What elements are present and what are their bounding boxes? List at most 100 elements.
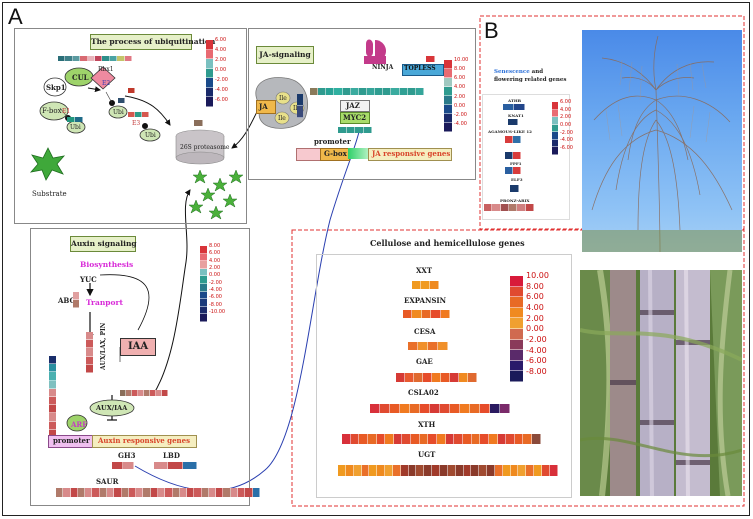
auxin-heatmap-side-cell bbox=[49, 413, 56, 422]
cell-heatmap-csla02-cell bbox=[490, 404, 500, 413]
ubi-colorbar-cell bbox=[206, 59, 213, 69]
colorbar-tick-label: 2.00 bbox=[560, 114, 572, 121]
cell-heatmap-xth-cell bbox=[532, 434, 541, 444]
cell-heatmap-xth-cell bbox=[393, 434, 403, 444]
colorbar-tick-label: -4.00 bbox=[560, 137, 573, 144]
gh3-label: GH3 bbox=[118, 451, 136, 460]
colorbar-tick-label: 6.00 bbox=[215, 37, 227, 43]
cell-heatmap-csla02-cell bbox=[470, 404, 480, 413]
ja-heatmap-jaz-cell bbox=[366, 88, 376, 95]
auxin-heatmap-auxiaa-cell bbox=[162, 390, 168, 396]
sen-heatmap-athb bbox=[503, 104, 525, 110]
cell-heatmap-ugt-cell bbox=[385, 465, 393, 476]
sen-heatmap-knat1 bbox=[508, 119, 518, 125]
cell-heatmap-xth-cell bbox=[385, 434, 394, 444]
colorbar-tick-label: 2.00 bbox=[209, 265, 221, 271]
ja-heatmap-jaz-cell bbox=[342, 88, 351, 95]
gene-knat1: KNAT1 bbox=[508, 113, 524, 118]
gene-xth: XTH bbox=[418, 420, 436, 429]
ubi-heatmap-cul-cell bbox=[65, 56, 73, 61]
ninja-label: NINJA bbox=[372, 64, 394, 71]
colorbar-tick-label: -2.00 bbox=[526, 335, 547, 344]
cell-heatmap-csla02-cell bbox=[400, 404, 410, 413]
colorbar-tick-label: 2.00 bbox=[526, 313, 544, 323]
auxin-heatmap-saur-cell bbox=[128, 488, 137, 497]
auxin-panel bbox=[30, 228, 250, 506]
cell-heatmap-xth-cell bbox=[488, 434, 498, 444]
ja-heatmap-myc2-cell bbox=[338, 127, 347, 133]
ja-colorbar-cell bbox=[444, 69, 452, 78]
e3-label: E3 bbox=[132, 120, 141, 127]
cell-heatmap-gae-cell bbox=[459, 373, 468, 382]
colorbar-tick-label: 4.00 bbox=[454, 84, 466, 91]
auxin-heatmap-saur-cell bbox=[121, 488, 129, 497]
ja-heatmap-myc2-cell bbox=[346, 127, 355, 133]
cell-heatmap-ugt-cell bbox=[510, 465, 519, 476]
colorbar-tick-label: 0.00 bbox=[454, 102, 466, 109]
jaz-label: JAZ bbox=[346, 101, 360, 110]
cell-heatmap-xth-cell bbox=[402, 434, 412, 444]
auxin-heatmap-saur-cell bbox=[63, 488, 71, 497]
ubi-heatmap-26s bbox=[194, 120, 203, 126]
auxin-colorbar-cell bbox=[200, 276, 207, 284]
panel-b-letter: B bbox=[484, 18, 499, 43]
auxin-heatmap-auxiaa-cell bbox=[138, 390, 144, 396]
ubi-heatmap-e3-cell bbox=[128, 112, 135, 117]
cell-heatmap-xth-cell bbox=[367, 434, 377, 444]
cell-heatmap-xth-cell bbox=[445, 434, 455, 444]
ja-heatmap-myc2-cell bbox=[363, 127, 372, 133]
auxin-heatmap-abc-cell bbox=[73, 292, 79, 300]
substrate-label: Substrate bbox=[32, 190, 67, 198]
auxin-heatmap-auxiaa-cell bbox=[132, 390, 138, 396]
saur-label: SAUR bbox=[96, 477, 119, 486]
colorbar-tick-label: -4.00 bbox=[454, 121, 467, 127]
senescence-title-rest: and flowering related genes bbox=[494, 69, 567, 83]
auxin-heatmap-lbd-cell bbox=[154, 462, 169, 469]
ubi-heatmap-e3-top bbox=[128, 88, 135, 93]
ubi-heatmap-e1-cell bbox=[67, 117, 75, 122]
cell-heatmap-cesa-cell bbox=[438, 342, 448, 350]
sen-colorbar-cell bbox=[552, 109, 558, 118]
auxin-heatmap-saur-cell bbox=[230, 488, 239, 497]
cell-heatmap-ugt-cell bbox=[463, 465, 472, 476]
auxin-heatmap-abc bbox=[73, 292, 79, 308]
colorbar-tick-label: 0.00 bbox=[209, 272, 221, 279]
ubi-colorbar-cell bbox=[206, 97, 213, 107]
sen-heatmap-fpf1-cell bbox=[505, 152, 513, 159]
gene-elf3: ELF3 bbox=[511, 177, 523, 182]
cell-heatmap-gae-cell bbox=[450, 373, 459, 382]
pin-label: AUX/LAX, PIN bbox=[100, 322, 107, 370]
cell-heatmap-csla02-cell bbox=[500, 404, 510, 413]
cell-heatmap-xth-cell bbox=[462, 434, 472, 444]
cell-heatmap-ugt bbox=[338, 465, 558, 476]
ubi-colorbar-cell bbox=[206, 87, 213, 98]
myc2-box bbox=[340, 112, 370, 124]
colorbar-tick-label: -2.00 bbox=[454, 111, 467, 118]
colorbar-tick-label: -4.00 bbox=[526, 345, 547, 355]
sen-heatmap-aglike12-cell bbox=[505, 136, 513, 143]
ja-colorbar-cell bbox=[444, 123, 452, 132]
cell-heatmap-ugt-cell bbox=[392, 465, 401, 476]
cell-heatmap-xth-cell bbox=[471, 434, 481, 444]
colorbar-tick-label: -2.00 bbox=[209, 279, 222, 286]
cell-heatmap-xth-cell bbox=[454, 434, 463, 444]
cell-heatmap-ugt-cell bbox=[541, 465, 550, 476]
cell-heatmap-expansin-cell bbox=[403, 310, 413, 318]
cell-heatmap-ugt-cell bbox=[408, 465, 417, 476]
ja-heatmap-jaz-cell bbox=[358, 88, 367, 95]
cell-heatmap-xxt-cell bbox=[421, 281, 430, 289]
ja-title: JA-signaling bbox=[256, 46, 314, 64]
ja-heatmap-jaz-cell bbox=[334, 88, 343, 95]
auxin-heatmap-pin-cell bbox=[86, 356, 93, 365]
ja-colorbar-cell bbox=[444, 87, 452, 96]
ubi-heatmap-cul-cell bbox=[124, 56, 132, 61]
ja-heatmap-jaz bbox=[310, 88, 424, 95]
colorbar-tick-label: 10.00 bbox=[454, 57, 469, 63]
auxin-colorbar bbox=[200, 246, 207, 322]
ja-heatmap-jaz-cell bbox=[350, 88, 359, 95]
ubi-colorbar bbox=[206, 40, 213, 107]
cell-heatmap-xth-cell bbox=[350, 434, 360, 444]
